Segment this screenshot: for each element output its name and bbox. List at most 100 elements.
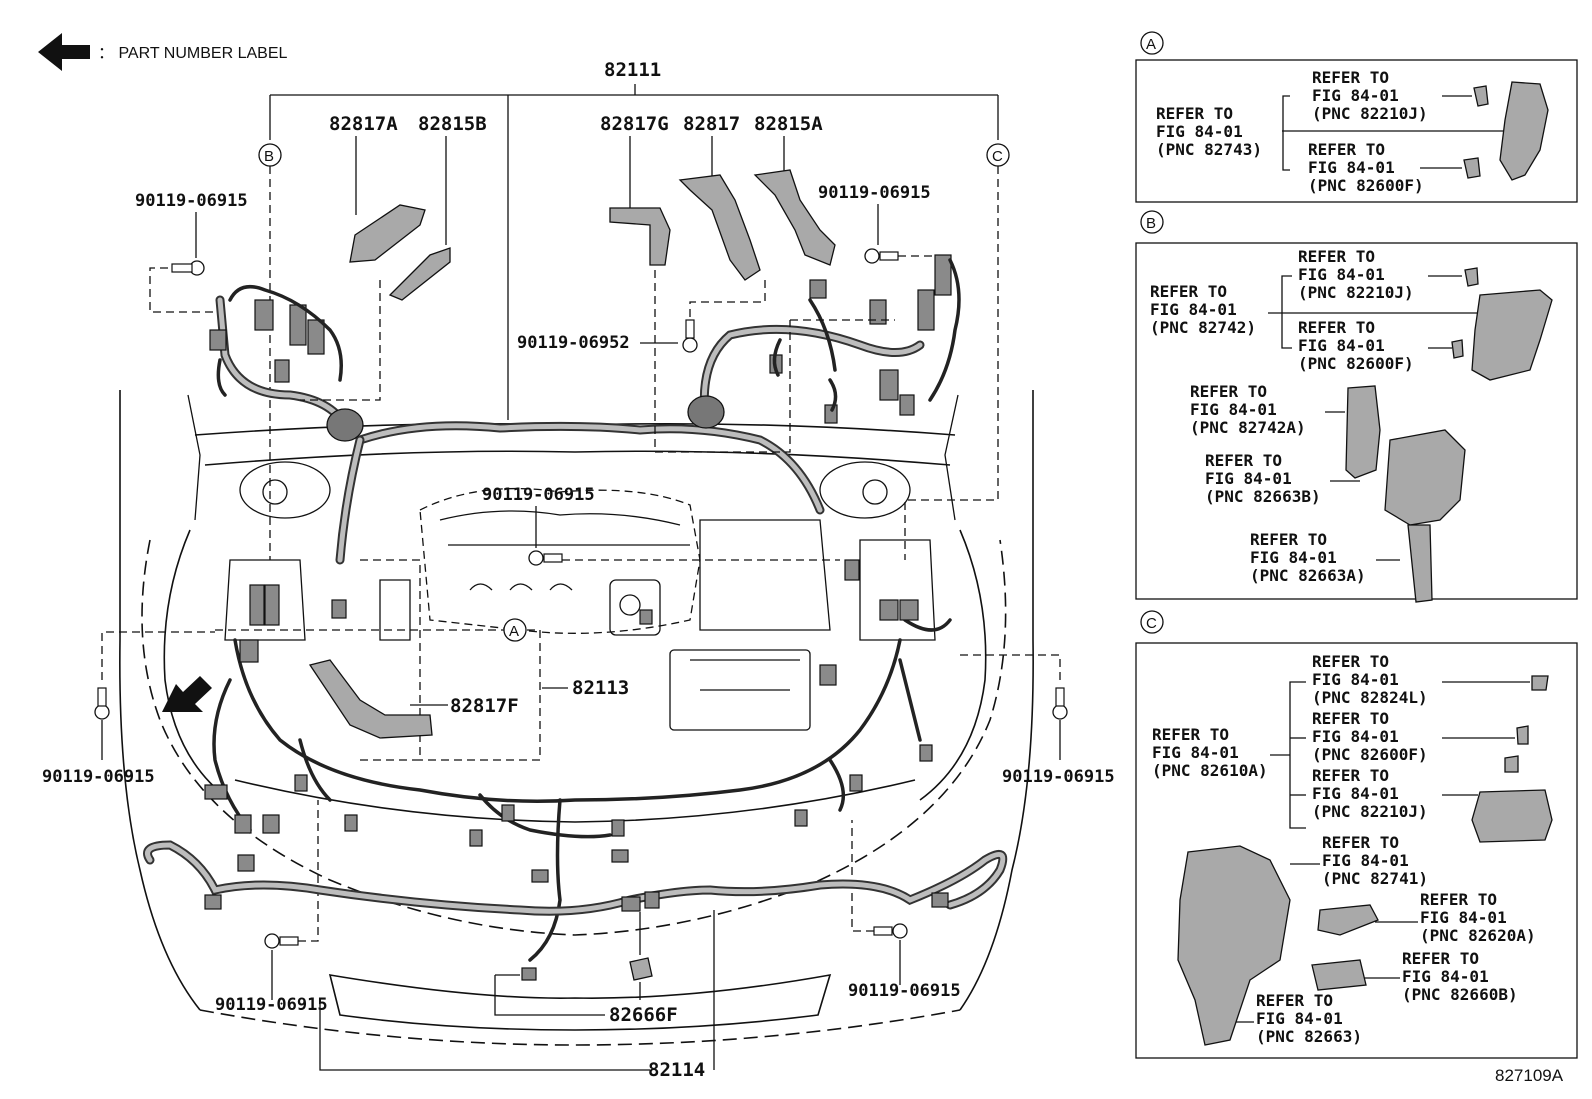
bracket-82817F bbox=[308, 659, 433, 739]
inset-c-ref5-1: REFER TO bbox=[1420, 890, 1497, 909]
inset-a-ref1-3: (PNC 82210J) bbox=[1312, 104, 1428, 123]
bolt-label-3: 90119-06952 bbox=[517, 333, 630, 353]
inset-c-ref4-2: FIG 84-01 bbox=[1322, 851, 1409, 870]
label-82111: 82111 bbox=[604, 59, 661, 81]
inset-c-ref1-1: REFER TO bbox=[1312, 652, 1389, 671]
inset-c-ref4-1: REFER TO bbox=[1322, 833, 1399, 852]
label-82817G: 82817G bbox=[600, 113, 669, 135]
label-82815A: 82815A bbox=[754, 113, 823, 135]
inset-c-marker: C bbox=[1146, 615, 1157, 632]
inset-c-main-1: REFER TO bbox=[1152, 725, 1229, 744]
inset-c-main-3: (PNC 82610A) bbox=[1152, 761, 1268, 780]
inset-b-main-2: FIG 84-01 bbox=[1150, 300, 1237, 319]
marker-c-label: C bbox=[992, 148, 1003, 165]
inset-b-ref3-3: (PNC 82742A) bbox=[1190, 418, 1306, 437]
inset-b-ref2-1: REFER TO bbox=[1298, 318, 1375, 337]
inset-c-ref6-1: REFER TO bbox=[1402, 949, 1479, 968]
inset-c-ref6-2: FIG 84-01 bbox=[1402, 967, 1489, 986]
label-82666F: 82666F bbox=[609, 1004, 678, 1026]
inset-b-ref1-3: (PNC 82210J) bbox=[1298, 283, 1414, 302]
inset-b-ref5-3: (PNC 82663A) bbox=[1250, 566, 1366, 585]
marker-b-top: B bbox=[258, 143, 282, 167]
inset-c-ref4-3: (PNC 82741) bbox=[1322, 869, 1428, 888]
bracket-82817 bbox=[678, 174, 761, 281]
arrow-left-icon bbox=[38, 33, 90, 71]
bolt-label-7: 90119-06915 bbox=[215, 995, 328, 1015]
inset-b-ref1-2: FIG 84-01 bbox=[1298, 265, 1385, 284]
bracket-82817G bbox=[609, 207, 671, 266]
bolt-label-5: 90119-06915 bbox=[42, 767, 155, 787]
bracket-82815A bbox=[753, 169, 836, 266]
inset-b-ref2-3: (PNC 82600F) bbox=[1298, 354, 1414, 373]
inset-c-ref7-3: (PNC 82663) bbox=[1256, 1027, 1362, 1046]
marker-a-main: A bbox=[503, 618, 527, 642]
inset-c-ref3-2: FIG 84-01 bbox=[1312, 784, 1399, 803]
bolt-icon bbox=[171, 260, 205, 276]
bolt-label-6: 90119-06915 bbox=[1002, 767, 1115, 787]
inset-a-ref1-2: FIG 84-01 bbox=[1312, 86, 1399, 105]
inset-c-ref3-3: (PNC 82210J) bbox=[1312, 802, 1428, 821]
bolt-icon bbox=[264, 933, 299, 949]
inset-b-ref5-2: FIG 84-01 bbox=[1250, 548, 1337, 567]
label-82113: 82113 bbox=[572, 677, 629, 699]
inset-b-ref4-3: (PNC 82663B) bbox=[1205, 487, 1321, 506]
inset-a-main-2: FIG 84-01 bbox=[1156, 122, 1243, 141]
inset-a-ref1-1: REFER TO bbox=[1312, 68, 1389, 87]
inset-c-ref2-1: REFER TO bbox=[1312, 709, 1389, 728]
bolt-label-4: 90119-06915 bbox=[482, 485, 595, 505]
inset-a-main-3: (PNC 82743) bbox=[1156, 140, 1262, 159]
part-number-label-arrow-icon bbox=[162, 676, 212, 712]
leader-82111: 82111 bbox=[269, 59, 999, 420]
inset-c-ref6-3: (PNC 82660B) bbox=[1402, 985, 1518, 1004]
grommet-left bbox=[326, 408, 364, 442]
inset-a-marker: A bbox=[1146, 36, 1156, 53]
figure-id: 827109A bbox=[1495, 1066, 1564, 1085]
marker-c-top: C bbox=[986, 143, 1010, 167]
inset-b-marker: B bbox=[1146, 215, 1156, 232]
inset-c-ref1-2: FIG 84-01 bbox=[1312, 670, 1399, 689]
inset-b-ref3-1: REFER TO bbox=[1190, 382, 1267, 401]
inset-b-main-3: (PNC 82742) bbox=[1150, 318, 1256, 337]
bolt-label-8: 90119-06915 bbox=[848, 981, 961, 1001]
inset-b-main-1: REFER TO bbox=[1150, 282, 1227, 301]
inset-a-main-1: REFER TO bbox=[1156, 104, 1233, 123]
bracket-82817A bbox=[349, 204, 426, 263]
inset-c-ref7-1: REFER TO bbox=[1256, 991, 1333, 1010]
inset-b-ref1-1: REFER TO bbox=[1298, 247, 1375, 266]
inset-b-ref4-2: FIG 84-01 bbox=[1205, 469, 1292, 488]
bolt-icon bbox=[682, 319, 698, 353]
clamp-82666F bbox=[629, 957, 653, 981]
inset-c-ref3-1: REFER TO bbox=[1312, 766, 1389, 785]
label-82817F: 82817F bbox=[450, 695, 519, 717]
grommet-right bbox=[687, 395, 725, 429]
bolt-icon bbox=[873, 923, 908, 939]
inset-c-ref7-2: FIG 84-01 bbox=[1256, 1009, 1343, 1028]
inset-c: C REFER TO FIG 84-01 (PNC 82610A) REFER … bbox=[1135, 610, 1578, 1059]
inset-b-ref4-1: REFER TO bbox=[1205, 451, 1282, 470]
inset-a: A REFER TO FIG 84-01 (PNC 82743) REFER T… bbox=[1135, 31, 1578, 203]
label-82815B: 82815B bbox=[418, 113, 487, 135]
inset-a-ref2-1: REFER TO bbox=[1308, 140, 1385, 159]
engine-block bbox=[224, 487, 936, 761]
inset-c-ref5-2: FIG 84-01 bbox=[1420, 908, 1507, 927]
inset-b-ref2-2: FIG 84-01 bbox=[1298, 336, 1385, 355]
inset-c-ref5-3: (PNC 82620A) bbox=[1420, 926, 1536, 945]
inset-a-ref2-3: (PNC 82600F) bbox=[1308, 176, 1424, 195]
bolt-icon bbox=[864, 248, 899, 264]
legend-text: ： PART NUMBER LABEL bbox=[98, 45, 287, 62]
inset-a-ref2-2: FIG 84-01 bbox=[1308, 158, 1395, 177]
bolt-icon bbox=[1052, 687, 1068, 720]
inset-c-main-2: FIG 84-01 bbox=[1152, 743, 1239, 762]
main-harness-82111 bbox=[209, 254, 961, 565]
marker-b-label: B bbox=[264, 148, 274, 165]
label-82817A: 82817A bbox=[329, 113, 398, 135]
marker-a-label: A bbox=[509, 623, 519, 640]
label-82114: 82114 bbox=[648, 1059, 705, 1081]
inset-b-ref5-1: REFER TO bbox=[1250, 530, 1327, 549]
bolt-label-1: 90119-06915 bbox=[135, 191, 248, 211]
lower-harness bbox=[143, 559, 1008, 981]
bolt-label-2: 90119-06915 bbox=[818, 183, 931, 203]
label-82817: 82817 bbox=[683, 113, 740, 135]
bracket-82815B bbox=[388, 247, 451, 301]
